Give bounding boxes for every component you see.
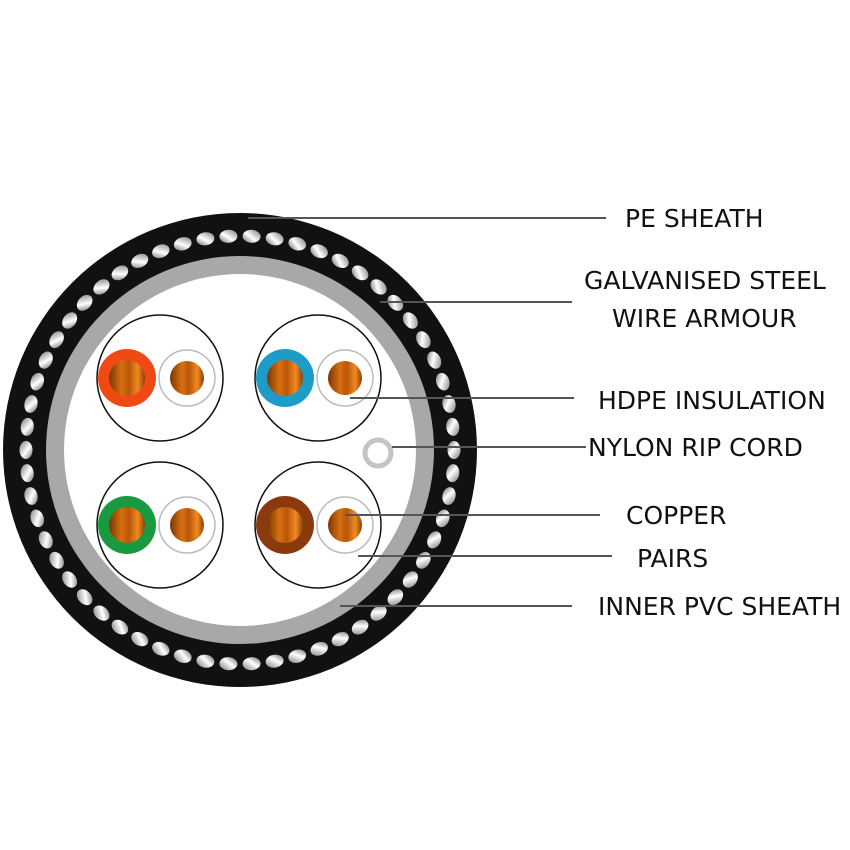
armour-wire [416, 331, 431, 349]
armour-wire [76, 589, 93, 606]
armour-wire [436, 509, 450, 528]
pair [96, 461, 224, 589]
steel-wire-armour [19, 229, 461, 671]
armour-wire [152, 641, 170, 656]
armour-wire [24, 395, 38, 413]
armour-wire [288, 237, 307, 251]
nylon-rip-cord [362, 437, 394, 469]
twisted-pairs [96, 314, 382, 589]
armour-wire [442, 487, 456, 505]
label-copper: COPPER [626, 501, 726, 530]
armour-wire [331, 631, 349, 647]
armour-wire [20, 417, 34, 436]
armour-wire [30, 372, 44, 391]
copper-conductor [328, 361, 362, 395]
armour-wire [427, 351, 442, 369]
armour-wire [447, 441, 461, 459]
label-inner-pvc-sheath: INNER PVC SHEATH [598, 592, 841, 621]
pair [96, 314, 224, 442]
label-hdpe-insulation: HDPE INSULATION [598, 386, 826, 415]
armour-wire [76, 294, 93, 311]
armour-wire [351, 265, 369, 281]
armour-wire [131, 631, 149, 647]
armour-wire [111, 619, 129, 635]
armour-wire [310, 641, 328, 656]
armour-wire [152, 244, 170, 259]
armour-wire [196, 232, 215, 246]
pair [254, 461, 382, 589]
armour-wire [387, 589, 404, 606]
armour-wire [219, 229, 238, 243]
label-pairs: PAIRS [637, 544, 708, 573]
label-armour-line1: GALVANISED STEEL [584, 266, 826, 295]
armour-wire [20, 464, 34, 483]
armour-wire [49, 551, 64, 569]
pair [254, 314, 382, 442]
armour-wire [173, 237, 192, 251]
armour-wire [62, 571, 78, 588]
armour-wire [265, 654, 284, 668]
armour-wire [242, 657, 261, 671]
armour-wire [38, 531, 53, 549]
armour-wire [38, 351, 53, 369]
label-nylon-rip-cord: NYLON RIP CORD [588, 433, 803, 462]
armour-wire [331, 253, 349, 269]
armour-wire [442, 395, 456, 413]
armour-wire [19, 441, 33, 459]
armour-wire [24, 487, 38, 505]
armour-wire [219, 657, 238, 671]
copper-conductor [328, 508, 362, 542]
armour-wire [93, 279, 110, 295]
label-armour-line2: WIRE ARMOUR [612, 304, 797, 333]
armour-wire [402, 312, 418, 329]
armour-wire [436, 372, 450, 391]
armour-wire [93, 605, 110, 621]
copper-conductor [267, 360, 303, 396]
armour-wire [446, 417, 460, 436]
armour-wire [131, 253, 149, 269]
armour-wire [196, 654, 215, 668]
label-pe-sheath: PE SHEATH [625, 204, 764, 233]
armour-wire [310, 244, 328, 259]
copper-conductor [170, 361, 204, 395]
armour-wire [370, 279, 387, 295]
copper-conductor [170, 508, 204, 542]
armour-wire [111, 265, 129, 281]
armour-wire [288, 649, 307, 663]
copper-conductor [109, 360, 145, 396]
copper-conductor [267, 507, 303, 543]
armour-wire [62, 312, 78, 329]
armour-wire [446, 464, 460, 483]
armour-wire [370, 605, 387, 621]
armour-wire [242, 229, 261, 243]
armour-wire [427, 531, 442, 549]
armour-wire [49, 331, 64, 349]
armour-wire [402, 571, 418, 588]
copper-conductor [109, 507, 145, 543]
armour-wire [351, 619, 369, 635]
armour-wire [265, 232, 284, 246]
armour-wire [30, 509, 44, 528]
armour-wire [173, 649, 192, 663]
